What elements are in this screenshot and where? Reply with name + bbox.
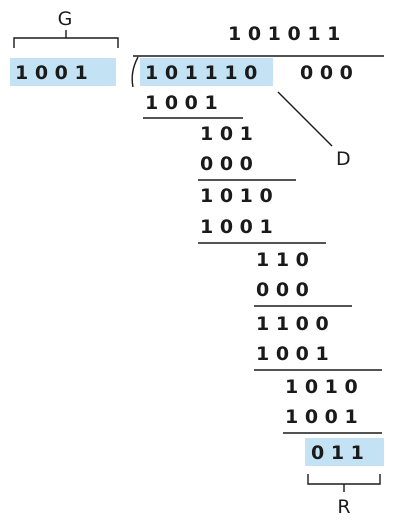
generator-highlight [10, 58, 116, 86]
step-7: 0 0 0 [256, 279, 309, 301]
generator-label: G [58, 8, 73, 30]
dividend-padding: 0 0 0 [300, 62, 353, 84]
step-5: 1 0 0 1 [200, 216, 273, 238]
step-2: 1 0 1 [200, 123, 253, 145]
dividend-data: 1 0 1 1 1 0 [145, 62, 257, 84]
remainder-bracket [307, 474, 381, 492]
generator-divisor: 1 0 0 1 [15, 62, 88, 84]
generator-bracket [13, 30, 119, 48]
step-11: 1 0 0 1 [285, 406, 358, 428]
data-pointer-line [277, 91, 333, 147]
quotient: 1 0 1 0 1 1 [228, 23, 340, 45]
step-6: 1 1 0 [256, 249, 309, 271]
remainder-value: 0 1 1 [311, 442, 364, 464]
step-3: 0 0 0 [200, 153, 253, 175]
remainder-label: R [337, 496, 350, 518]
step-1: 1 0 0 1 [145, 92, 218, 114]
division-bracket [131, 56, 139, 88]
step-10: 1 0 1 0 [285, 376, 358, 398]
step-4: 1 0 1 0 [200, 185, 273, 207]
step-9: 1 0 0 1 [256, 343, 329, 365]
data-highlight [140, 58, 273, 86]
step-8: 1 1 0 0 [256, 313, 329, 335]
data-label: D [336, 148, 351, 170]
remainder-highlight [305, 438, 384, 466]
